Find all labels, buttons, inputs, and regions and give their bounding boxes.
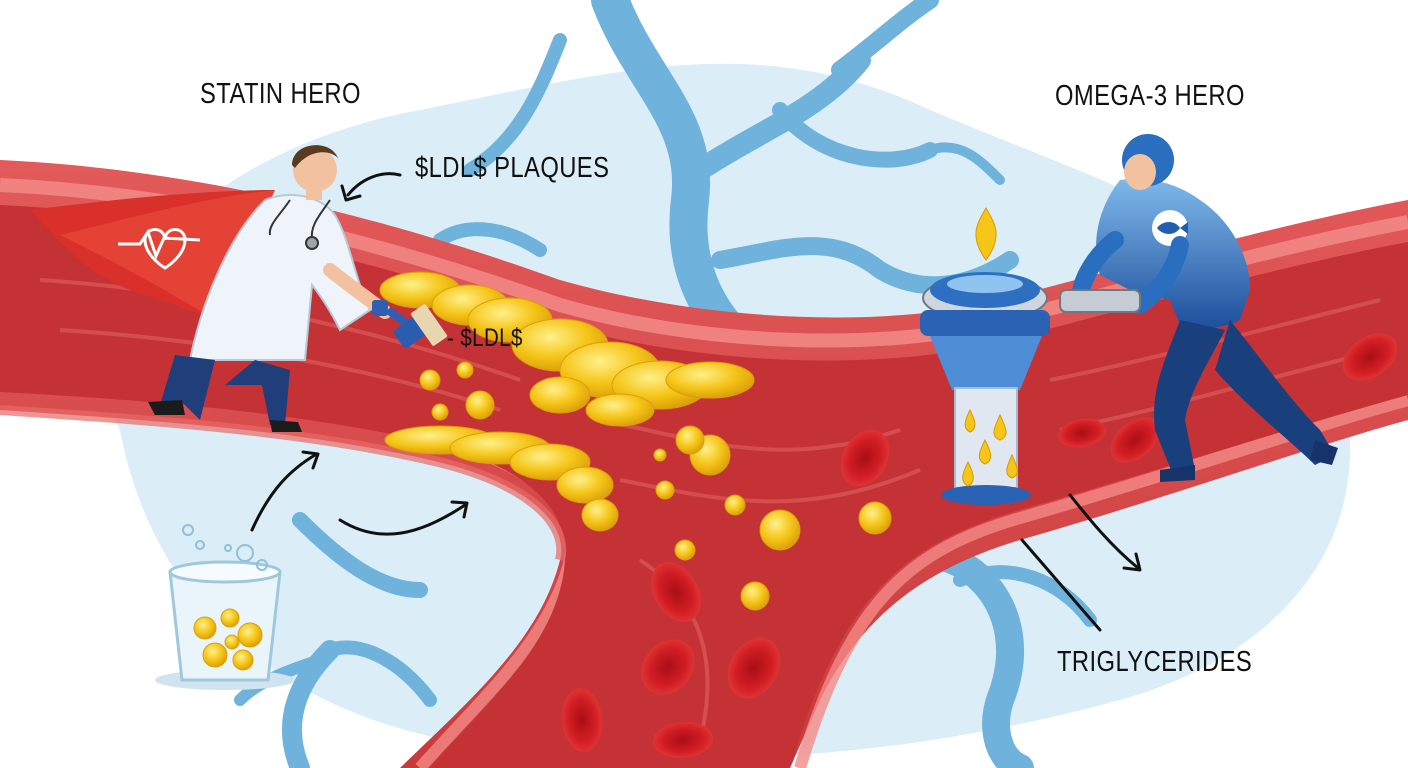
ldl-beaker bbox=[155, 524, 295, 690]
ldl-plaques-label: $LDL$ PLAQUES bbox=[415, 152, 610, 184]
fat-droplets bbox=[419, 361, 892, 611]
annotation-arrows bbox=[250, 172, 1142, 632]
omega3-hero bbox=[920, 134, 1338, 505]
minus-ldl-label: - $LDL$ bbox=[447, 324, 523, 352]
statin-hero bbox=[30, 145, 448, 432]
heart-rate-icon bbox=[118, 228, 201, 270]
ldl-plaque-clusters bbox=[379, 271, 755, 532]
red-blood-cells bbox=[561, 333, 1398, 759]
triglycerides-label: TRIGLYCERIDES bbox=[1057, 646, 1253, 678]
omega3-hero-label: OMEGA-3 HERO bbox=[1055, 80, 1245, 112]
statin-hero-label: STATIN HERO bbox=[200, 78, 361, 110]
